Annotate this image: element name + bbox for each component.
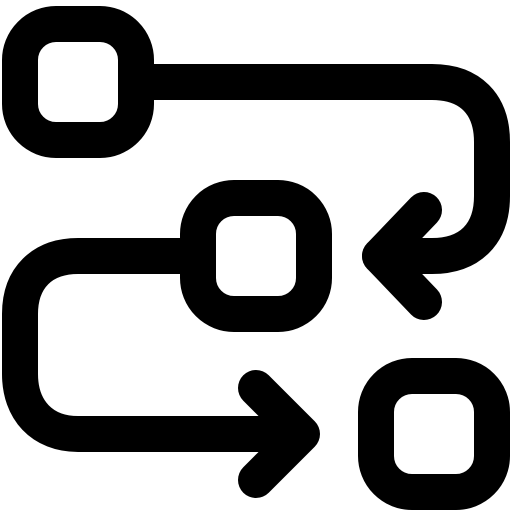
node-bottom-right [358, 358, 510, 510]
connector-top-to-middle [118, 64, 510, 274]
connector-middle-to-bottom [2, 238, 318, 452]
arrowhead-right [238, 370, 320, 498]
arrowhead-left [362, 192, 442, 320]
